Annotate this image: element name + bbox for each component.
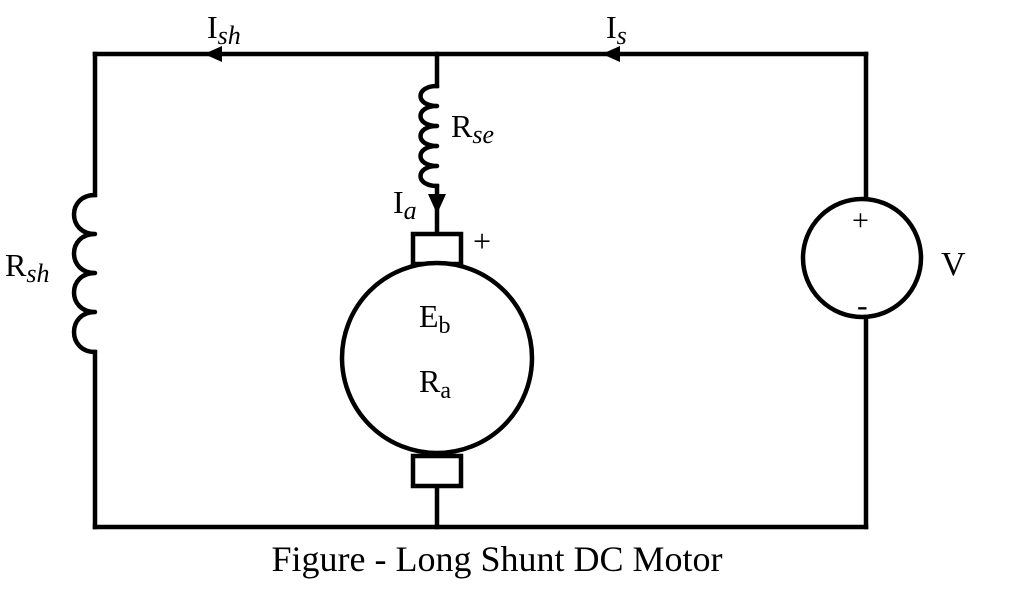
armature-plus-sign: + [473, 223, 491, 259]
source-minus-sign: - [857, 287, 868, 323]
i-s-label: Is [606, 9, 627, 50]
i-a-label: Ia [393, 184, 417, 225]
i-sh-arrow [204, 46, 222, 62]
figure-caption: Figure - Long Shunt DC Motor [271, 539, 722, 579]
r-se-label: Rse [451, 108, 494, 149]
r-sh-label: Rsh [5, 247, 49, 288]
armature-brush-top [410, 231, 464, 267]
v-label: V [941, 246, 966, 283]
r-a-label: Ra [419, 363, 451, 404]
armature-brush-bottom [410, 453, 464, 489]
voltage-source [800, 196, 924, 320]
i-a-arrow [428, 194, 446, 214]
shunt-field-coil [71, 192, 98, 355]
series-field-coil [418, 83, 440, 189]
source-plus-sign: + [852, 204, 869, 237]
armature-circle [339, 260, 535, 456]
circuit-wires [92, 51, 869, 530]
e-b-label: Eb [419, 298, 451, 339]
armature [339, 231, 535, 489]
i-s-arrow [602, 46, 620, 62]
i-sh-label: Ish [207, 9, 241, 50]
